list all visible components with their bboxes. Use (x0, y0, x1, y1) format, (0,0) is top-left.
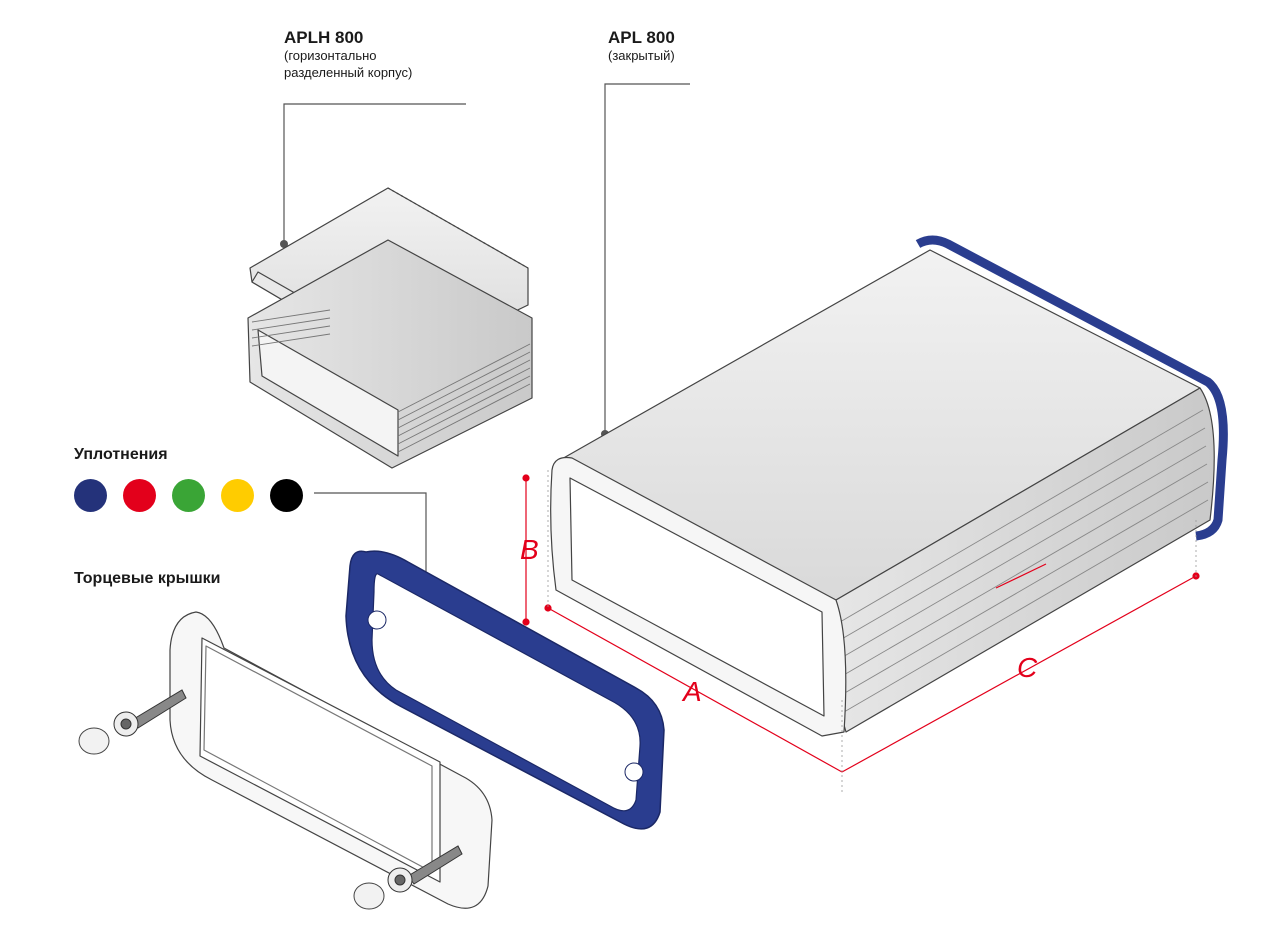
screw-left (113, 689, 187, 737)
end-cap-window (199, 637, 441, 883)
apl-fins (839, 409, 1209, 713)
aplh-housing (247, 187, 533, 469)
screw-right (387, 845, 463, 893)
seal-color-swatches (74, 479, 303, 512)
seals-heading: Уплотнения (74, 446, 168, 463)
seal-color-blue[interactable] (74, 479, 107, 512)
gasket-hole-right (624, 762, 644, 782)
leader-lines (283, 83, 690, 578)
end-caps-heading: Торцевые крышки (74, 570, 221, 587)
apl-label: APL 800 (закрытый) (608, 27, 675, 65)
dim-b-top-point (522, 474, 530, 482)
dim-b-bottom-point (522, 618, 530, 626)
apl-leader (604, 83, 690, 433)
seal-leader (314, 492, 427, 578)
seal-gasket (345, 550, 665, 830)
aplh-top-hidden-edge (387, 187, 529, 269)
aplh-leader (283, 103, 466, 242)
seal-color-black[interactable] (270, 479, 303, 512)
gasket-hole-left (367, 610, 387, 630)
dim-extension-lines (547, 470, 1197, 795)
dim-a-line (547, 607, 843, 773)
dim-c-line (841, 575, 1197, 773)
dimension-lines (522, 474, 1200, 773)
apl-title: APL 800 (608, 28, 675, 47)
aplh-leader-dot (280, 240, 288, 248)
aplh-subtitle-1: (горизонтально (284, 48, 377, 64)
aplh-bottom-shell (247, 239, 533, 469)
apl-back-seal (915, 235, 1228, 541)
screw-cap-left (78, 727, 110, 755)
aplh-title: APLH 800 (284, 28, 364, 47)
aplh-bottom-opening (257, 329, 399, 457)
dim-label-a: A (683, 676, 702, 707)
screw-right-socket (394, 874, 406, 886)
apl-front-inner (569, 477, 825, 717)
dim-gap-arrow (995, 563, 1047, 589)
screw-left-socket (120, 718, 132, 730)
seal-color-red[interactable] (123, 479, 156, 512)
apl-housing (550, 235, 1228, 737)
aplh-subtitle-2: разделенный корпус) (284, 64, 413, 80)
gasket-inner (371, 573, 641, 812)
aplh-label: APLH 800 (горизонтально разделенный корп… (284, 27, 412, 81)
dim-label-b: B (520, 534, 539, 565)
aplh-fins (251, 309, 531, 453)
screw-cap-right (353, 882, 385, 910)
end-cap (169, 611, 493, 909)
seal-color-yellow[interactable] (221, 479, 254, 512)
dim-label-c: C (1017, 652, 1038, 683)
seal-color-green[interactable] (172, 479, 205, 512)
apl-subtitle-1: (закрытый) (608, 48, 675, 64)
